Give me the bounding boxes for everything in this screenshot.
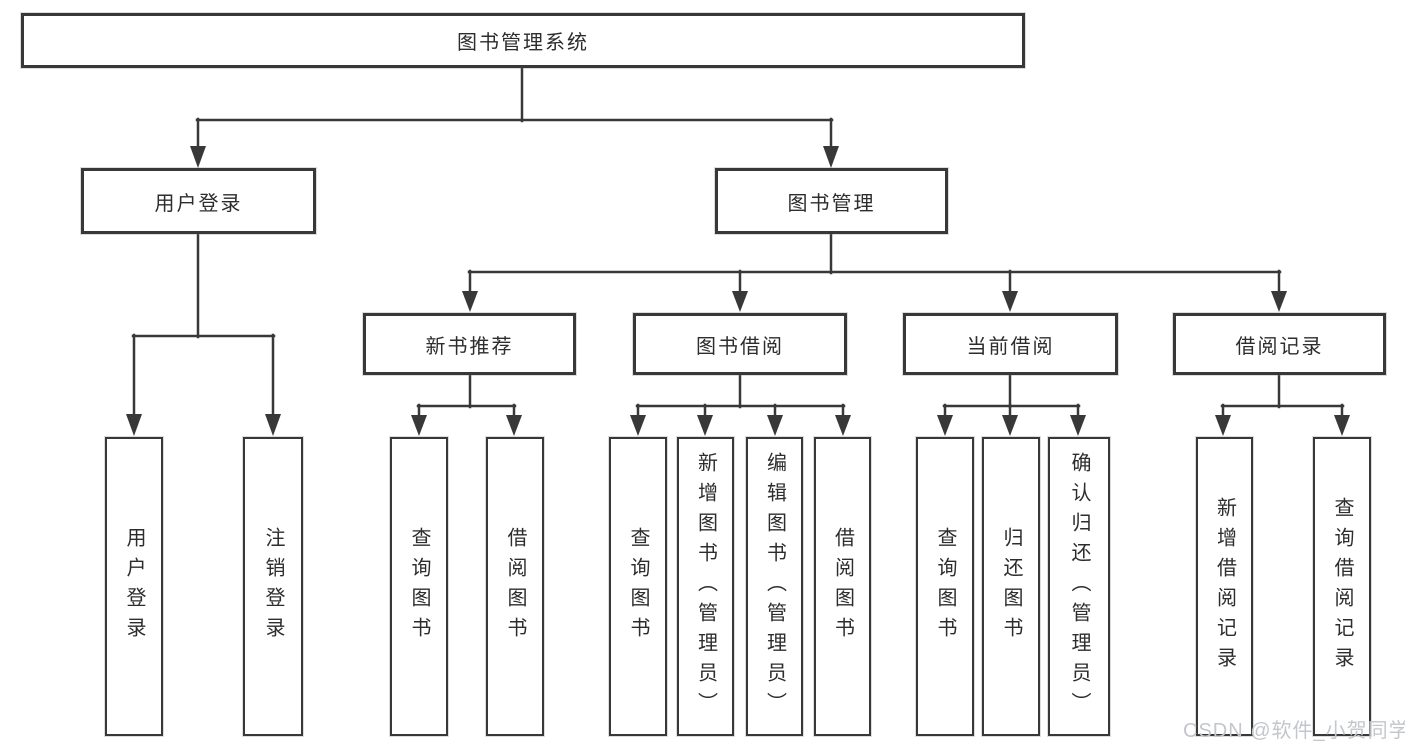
connector-bookmgmt-to-level3	[462, 232, 1287, 312]
leaf-user-login: 用户登录	[105, 437, 163, 736]
leaf-label: 编辑图书（管理员）	[763, 451, 786, 722]
leaf-logout-login: 注销登录	[243, 437, 303, 736]
leaf-label: 查询借阅记录	[1331, 496, 1353, 677]
leaf-return-books: 归还图书	[982, 437, 1040, 736]
leaf-label: 新增图书（管理员）	[694, 451, 717, 722]
leaf-query-books-borrow: 查询图书	[609, 437, 667, 736]
leaf-label: 借阅图书	[831, 526, 854, 647]
node-borrow-records: 借阅记录	[1173, 313, 1386, 375]
leaf-label: 新增借阅记录	[1213, 496, 1236, 677]
leaf-label: 用户登录	[123, 526, 145, 647]
connector-userlogin-to-leaves	[126, 232, 281, 436]
leaf-label: 确认归还（管理员）	[1068, 451, 1090, 722]
csdn-watermark: CSDN @软件_小贺同学	[1183, 720, 1405, 742]
leaf-borrow-books: 借阅图书	[814, 437, 871, 736]
connector-borrow-to-leaves	[630, 373, 851, 436]
leaf-query-books-recommend: 查询图书	[390, 437, 448, 736]
leaf-label: 归还图书	[1000, 526, 1022, 647]
leaf-query-books-current: 查询图书	[916, 437, 974, 736]
node-current-borrow: 当前借阅	[903, 313, 1118, 375]
leaf-borrow-books-recommend: 借阅图书	[486, 437, 544, 736]
connector-records-to-leaves	[1215, 373, 1350, 436]
leaf-query-borrow-record: 查询借阅记录	[1313, 437, 1371, 736]
connector-current-to-leaves	[937, 373, 1086, 436]
leaf-edit-books-admin: 编辑图书（管理员）	[746, 437, 803, 736]
leaf-label: 查询图书	[627, 526, 649, 647]
connector-root-to-level2	[190, 66, 839, 168]
leaf-label: 注销登录	[262, 526, 284, 647]
node-book-management: 图书管理	[715, 168, 948, 234]
connector-recommend-to-leaves	[411, 373, 522, 436]
leaf-add-books-admin: 新增图书（管理员）	[677, 437, 734, 736]
leaf-add-borrow-record: 新增借阅记录	[1196, 437, 1253, 736]
node-user-login: 用户登录	[81, 168, 316, 234]
node-book-borrow: 图书借阅	[633, 313, 847, 375]
leaf-label: 借阅图书	[504, 526, 526, 647]
leaf-label: 查询图书	[934, 526, 956, 647]
leaf-label: 查询图书	[408, 526, 430, 647]
node-new-book-recommend: 新书推荐	[363, 313, 576, 375]
node-root-system: 图书管理系统	[21, 13, 1025, 68]
leaf-confirm-return-admin: 确认归还（管理员）	[1048, 437, 1110, 736]
